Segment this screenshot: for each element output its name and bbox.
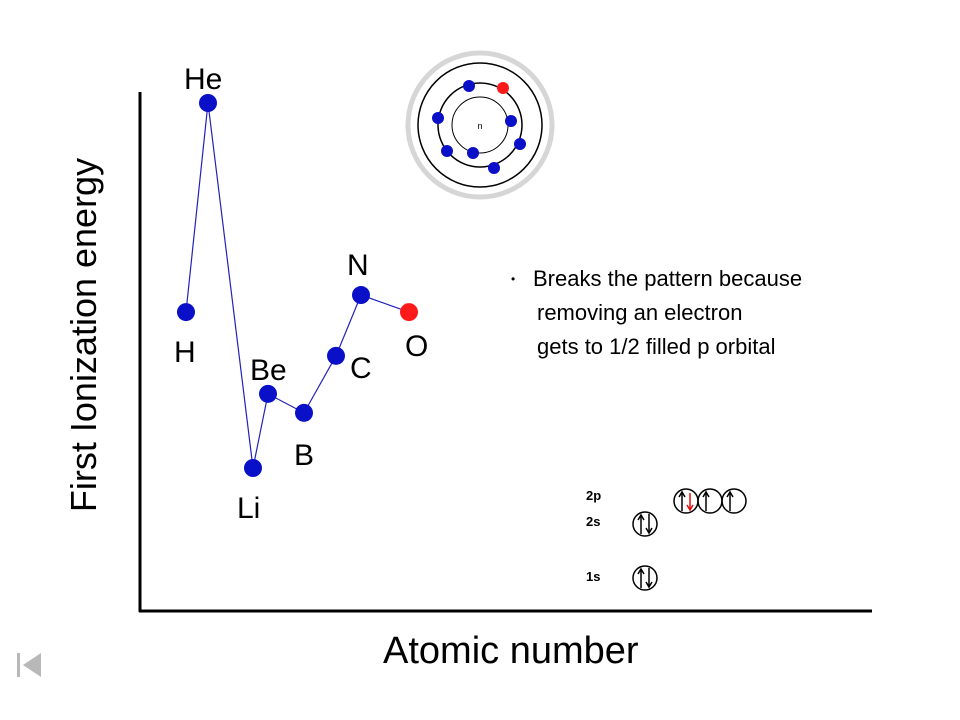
note-line-2: removing an electron (537, 300, 743, 325)
orbital-diagram (632, 488, 747, 591)
data-point-o (400, 303, 418, 322)
note-line-1: Breaks the pattern because (533, 266, 803, 291)
series-line (185, 102, 410, 469)
data-point-be (259, 384, 277, 403)
data-point-he (199, 94, 217, 112)
y-axis-label: First Ionization energy (63, 157, 104, 513)
point-label-n: N (347, 249, 369, 282)
electron (514, 138, 526, 150)
data-point-b (295, 403, 313, 422)
first-slide-icon[interactable] (14, 650, 44, 680)
data-point-h (177, 303, 195, 322)
electron (432, 112, 444, 124)
orbital-1s (632, 565, 658, 591)
atom-shadow-ring (405, 50, 555, 200)
electron (441, 145, 453, 157)
annotation-note: • Breaks the pattern because removing an… (511, 262, 802, 364)
point-label-li: Li (237, 492, 261, 525)
data-point-n (352, 286, 370, 305)
x-axis-label: Atomic number (383, 630, 639, 672)
data-point-c (327, 346, 345, 365)
point-label-h: H (174, 336, 196, 370)
orbital-2p-1 (673, 488, 699, 514)
point-label-b: B (294, 438, 315, 472)
data-point-li (244, 459, 262, 477)
orbital-label-2p: 2p (586, 488, 602, 503)
orbital-label-1s: 1s (586, 569, 601, 584)
point-label-he: He (184, 63, 223, 96)
electron (488, 162, 500, 174)
bullet-icon: • (511, 272, 516, 286)
atom-outer-shell (417, 62, 543, 188)
electron-highlight (497, 82, 509, 94)
electron (505, 115, 517, 127)
electron (467, 147, 479, 159)
orbital-label-2s: 2s (586, 514, 601, 529)
point-label-o: O (405, 330, 429, 364)
point-label-c: C (350, 351, 372, 385)
orbital-2p-3 (721, 488, 747, 514)
orbital-2p-2 (697, 488, 723, 514)
orbital-2s (632, 511, 658, 537)
atom-inner-shell (437, 82, 523, 168)
atom-diagram: n (405, 50, 555, 200)
nucleus-label: n (477, 121, 482, 131)
point-label-be: Be (250, 353, 287, 387)
note-line-3: gets to 1/2 filled p orbital (537, 334, 776, 359)
electron (463, 80, 475, 92)
series-group (177, 94, 418, 477)
